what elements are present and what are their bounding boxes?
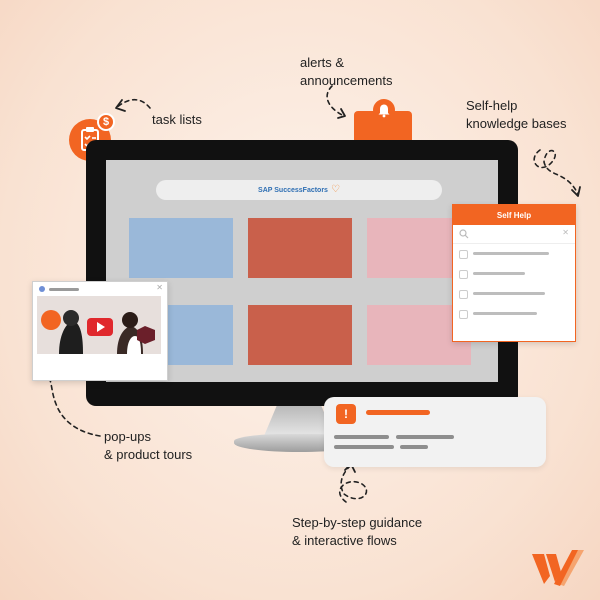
self-help-search[interactable]: ✕ [453, 225, 575, 244]
arrow-popups [49, 379, 101, 437]
self-help-item[interactable] [453, 284, 575, 304]
arrow-self-help [533, 149, 579, 195]
arrow-alerts [326, 85, 345, 117]
caption-guidance: Step-by-step guidance & interactive flow… [292, 514, 422, 550]
screen-tile-red-1[interactable] [248, 218, 352, 278]
caption-guidance-line2: & interactive flows [292, 533, 397, 548]
guidance-card: ! [324, 397, 546, 467]
popup-avatar-icon [39, 286, 45, 292]
arrow-guidance [338, 465, 368, 503]
brand-label: SAP SuccessFactors [258, 186, 328, 194]
caption-popups: pop-ups & product tours [104, 428, 192, 464]
caption-guidance-line1: Step-by-step guidance [292, 515, 423, 530]
close-icon[interactable]: ✕ [156, 283, 163, 292]
self-help-title: Self Help [453, 205, 575, 225]
close-icon[interactable]: ✕ [562, 228, 569, 237]
self-help-panel: Self Help ✕ [452, 204, 576, 342]
popup-title-bar [49, 288, 79, 291]
caption-alerts-line2: announcements [300, 73, 393, 88]
video-illustration [41, 310, 155, 354]
caption-alerts: alerts & announcements [300, 54, 393, 90]
guidance-text-bar [400, 445, 428, 449]
arrow-task-lists [115, 98, 151, 109]
caption-self-help: Self-help knowledge bases [466, 97, 566, 133]
search-icon [459, 229, 469, 239]
screen-tile-red-2[interactable] [248, 305, 352, 365]
whatfix-logo [532, 550, 584, 586]
guidance-text-bar [334, 435, 389, 439]
item-icon [459, 270, 468, 279]
screen-tile-blue-1[interactable] [129, 218, 233, 278]
guidance-text-bar [334, 445, 394, 449]
item-icon [459, 310, 468, 319]
caption-self-help-line1: Self-help [466, 98, 518, 113]
item-icon [459, 250, 468, 259]
caption-task-lists: task lists [152, 112, 202, 127]
guidance-title-bar [366, 410, 430, 415]
coin-badge: $ [97, 113, 115, 131]
caption-alerts-line1: alerts & [300, 55, 345, 70]
self-help-item[interactable] [453, 304, 575, 324]
video-thumbnail[interactable] [37, 296, 161, 354]
heart-icon: ♡ [330, 184, 340, 195]
video-popup: ✕ [32, 281, 168, 381]
self-help-item[interactable] [453, 264, 575, 284]
bell-icon [378, 104, 390, 118]
monitor-stand-neck [264, 406, 334, 436]
caption-popups-line1: pop-ups [104, 429, 151, 444]
self-help-item[interactable] [453, 244, 575, 264]
app-header-bar: SAP SuccessFactors ♡ [156, 180, 442, 200]
caption-popups-line2: & product tours [104, 447, 193, 462]
guidance-text-bar [396, 435, 454, 439]
item-icon [459, 290, 468, 299]
caption-self-help-line2: knowledge bases [466, 116, 567, 131]
info-icon: ! [336, 404, 356, 424]
